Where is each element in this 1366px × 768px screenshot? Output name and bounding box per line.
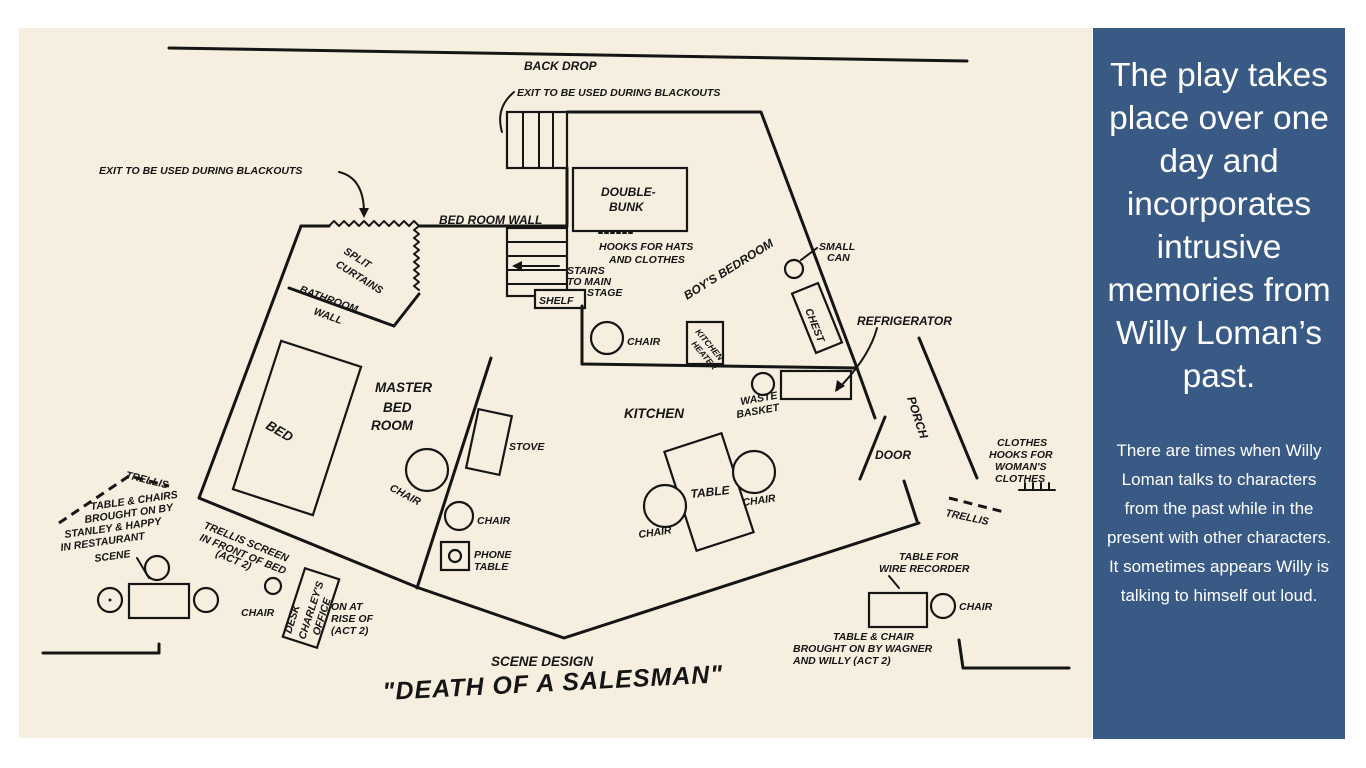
master-label-2: BED [383, 400, 412, 415]
kitchen-label: KITCHEN [624, 406, 684, 421]
chair-kitchen-top-label: CHAIR [627, 336, 661, 348]
chair-desk-label: CHAIR [241, 607, 275, 619]
shelf [533, 288, 587, 310]
double-bunk-label-1: DOUBLE- [601, 185, 656, 199]
restaurant-floor-line [41, 642, 161, 655]
bathroom-wall [287, 286, 396, 328]
double-bunk-label-2: BUNK [609, 200, 645, 214]
main-stage-outline [197, 224, 921, 640]
kitchen-heater [685, 320, 725, 366]
trellis-left [58, 474, 170, 525]
clothes-hooks-label-4: CLOTHES [995, 473, 1045, 485]
hooks-label-2: AND CLOTHES [608, 254, 685, 266]
on-at-rise-label-2: RISE OF [331, 613, 374, 625]
wagner-floor-line [957, 638, 1071, 670]
scene-design-label: SCENE DESIGN [491, 654, 593, 669]
wire-recorder-table [867, 591, 929, 629]
brought-wagner-label-2: BROUGHT ON BY WAGNER [793, 643, 933, 655]
exit-top-arrow [499, 91, 515, 133]
stove-label: STOVE [509, 441, 545, 453]
stage-plan-diagram: BACK DROP EXIT TO BE USED DURING BLACKOU… [41, 46, 1071, 706]
bed-room-wall-label: BED ROOM WALL [439, 213, 542, 227]
trellis-right-label: TRELLIS [944, 507, 989, 528]
upper-stairs [505, 110, 569, 170]
clothes-hooks-label-1: CLOTHES [997, 437, 1047, 449]
split-curtains-side [413, 225, 420, 291]
chair-phone-label: CHAIR [477, 515, 511, 527]
panel-body-text: There are times when Willy Loman talks t… [1107, 441, 1331, 605]
brought-wagner-label-1: TABLE & CHAIR [833, 631, 914, 643]
refrigerator-label: REFRIGERATOR [857, 314, 952, 328]
on-at-rise-label-3: (ACT 2) [331, 625, 369, 637]
bed [231, 339, 363, 517]
stairs-label-1: STAIRS [567, 265, 605, 277]
exit-top-label: EXIT TO BE USED DURING BLACKOUTS [517, 87, 720, 99]
clothes-hooks-label-2: HOOKS FOR [989, 449, 1053, 461]
split-curtains-top [328, 220, 420, 227]
stairs-label-2: TO MAIN [567, 276, 612, 288]
waste-basket [750, 371, 776, 397]
back-drop-label: BACK DROP [524, 59, 598, 73]
table-wire-label-1: TABLE FOR [899, 551, 959, 563]
chair-table-right-label: CHAIR [742, 492, 777, 509]
small-can [783, 258, 805, 280]
table-chairs-label-5: SCENE [94, 548, 132, 565]
stairs-to-main-stage [505, 226, 569, 298]
panel-headline: The play takes place over one day and in… [1107, 57, 1331, 395]
restaurant-chair-top [143, 554, 171, 582]
stage-plan-image: BACK DROP EXIT TO BE USED DURING BLACKOU… [19, 28, 1092, 738]
small-can-label-2: CAN [827, 252, 850, 264]
phone-table-label-2: TABLE [474, 561, 509, 573]
chair-table-left-label: CHAIR [638, 524, 673, 541]
trellis-left-label: TRELLIS [124, 469, 169, 491]
clothes-hooks-label-3: WOMAN'S [995, 461, 1047, 473]
brought-wagner-label-3: AND WILLY (ACT 2) [792, 655, 891, 667]
porch-label: PORCH [904, 395, 931, 441]
chair-wire [929, 592, 957, 620]
table-label: TABLE [690, 483, 731, 501]
partition-wall [415, 356, 493, 590]
chair-phone [443, 500, 475, 532]
table-wire-label-2: WIRE RECORDER [879, 563, 970, 575]
double-bunk [571, 166, 689, 233]
door-label: DOOR [875, 448, 911, 462]
stove [464, 407, 514, 477]
restaurant-table [127, 582, 191, 620]
chair-master [404, 447, 450, 493]
chair-table-right [731, 449, 777, 495]
kitchen-chair-top [589, 320, 625, 356]
master-label-3: ROOM [371, 418, 414, 433]
chair-table-left [642, 483, 688, 529]
charleys-desk [281, 566, 341, 650]
chair-desk [263, 576, 283, 596]
trellis-right [948, 496, 1005, 514]
master-label-1: MASTER [375, 380, 432, 395]
restaurant-chair-right [192, 586, 220, 614]
info-panel: The play takes place over one day and in… [1093, 28, 1345, 739]
exit-left-label: EXIT TO BE USED DURING BLACKOUTS [99, 165, 302, 177]
on-at-rise-label-1: ON AT [331, 601, 364, 613]
porch-edge [917, 336, 979, 480]
chest [790, 281, 844, 355]
hooks-label-1: HOOKS FOR HATS [599, 241, 693, 253]
back-drop-line [167, 46, 969, 63]
phone-table-label-1: PHONE [474, 549, 512, 561]
small-can-label-1: SMALL [819, 241, 855, 253]
stairs-label-3: STAGE [587, 287, 623, 299]
door [858, 415, 887, 481]
chair-wire-label: CHAIR [959, 601, 993, 613]
shelf-label: SHELF [539, 295, 574, 307]
boys-bedroom-label: BOY'S BEDROOM [681, 236, 777, 303]
